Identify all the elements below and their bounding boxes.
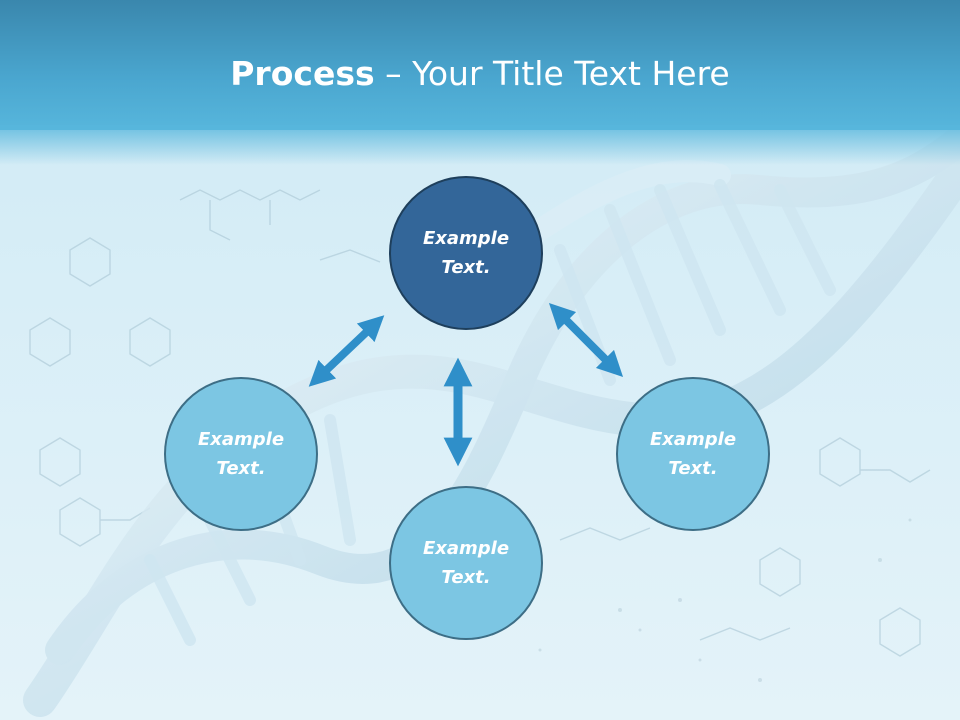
title-rest: – Your Title Text Here [374,54,730,93]
slide-title[interactable]: Process – Your Title Text Here [0,52,960,96]
node-bottom-line1: Example [422,538,510,559]
double-arrow-right [548,302,624,378]
node-top-line1: Example [422,228,510,249]
node-left-line2: Text. [216,458,266,479]
process-node-top[interactable]: Example Text. [389,176,543,330]
header-fade [0,125,960,165]
node-left-line1: Example [197,429,285,450]
header-bar [0,0,960,130]
process-node-bottom[interactable]: Example Text. [389,486,543,640]
process-node-right[interactable]: Example Text. [616,377,770,531]
node-bottom-line2: Text. [441,567,491,588]
double-arrow-left [308,315,385,387]
node-right-line1: Example [649,429,737,450]
title-bold: Process [230,54,375,93]
node-top-line2: Text. [441,257,491,278]
process-node-left[interactable]: Example Text. [164,377,318,531]
node-right-line2: Text. [668,458,718,479]
